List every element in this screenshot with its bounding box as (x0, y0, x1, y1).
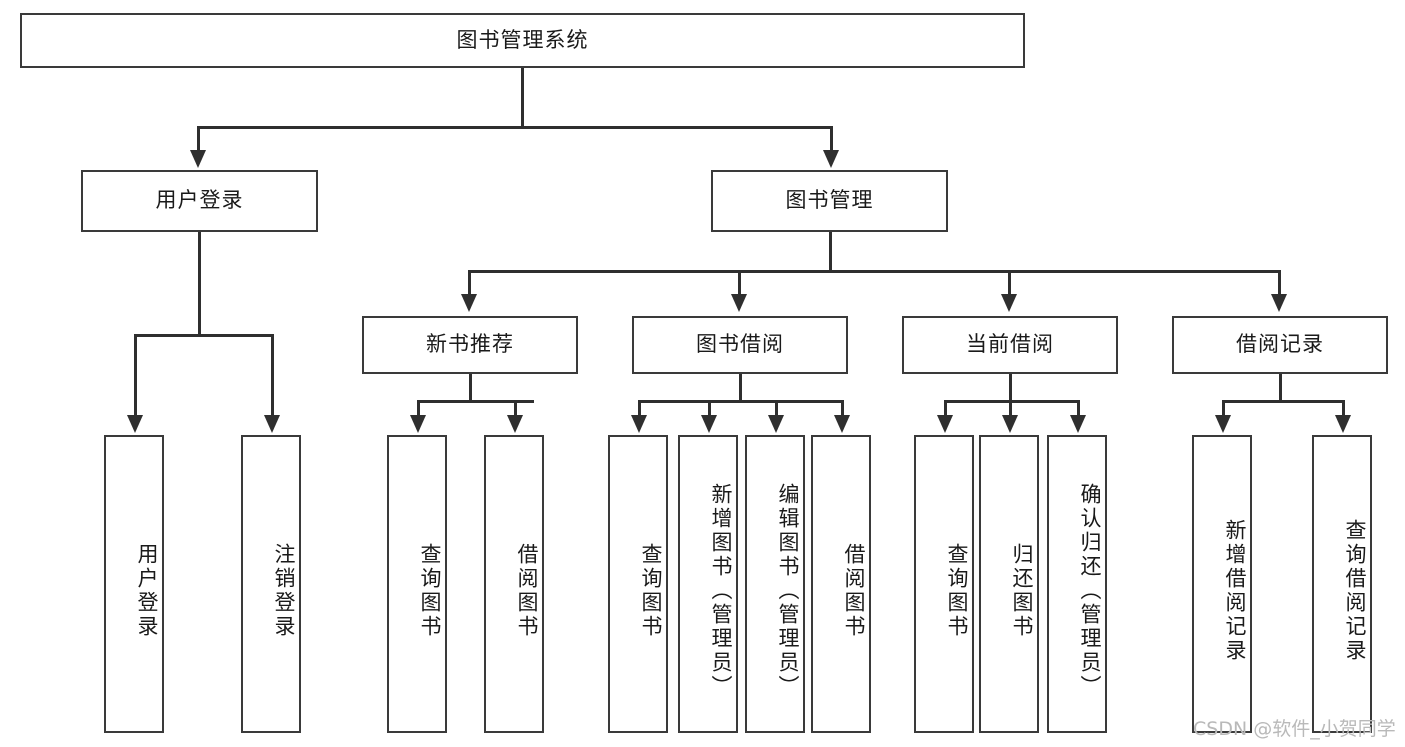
node-label: 新增图书（管理员） (709, 483, 733, 699)
arrow-br-to-leaf2 (1335, 415, 1351, 433)
connector-user-login-bus (134, 334, 273, 337)
connector-currentborrow-stem (1009, 374, 1012, 402)
node-label: 当前借阅 (966, 332, 1054, 357)
node-label: 新书推荐 (426, 332, 514, 357)
node-label: 归还图书 (1010, 543, 1034, 639)
csdn-watermark: CSDN @软件_小贺同学 (1193, 718, 1396, 740)
node-label: 新增借阅记录 (1223, 519, 1247, 663)
connector-bm-to-borrowrecord (1278, 270, 1281, 296)
node-label: 查询图书 (945, 543, 969, 639)
arrow-bm-to-currentborrow (1001, 294, 1017, 312)
node-book-manage[interactable]: 图书管理 (711, 170, 948, 232)
leaf-user-login[interactable]: 用户登录 (104, 435, 164, 733)
node-label: 图书管理系统 (456, 27, 589, 52)
node-label: 查询借阅记录 (1343, 519, 1367, 663)
connector-root-to-user-login (197, 126, 200, 152)
node-label: 查询图书 (639, 543, 663, 639)
leaf-borrow-book-new-book[interactable]: 借阅图书 (484, 435, 544, 733)
node-label: 借阅图书 (515, 543, 539, 639)
connector-bb-to-leaf4 (841, 400, 844, 417)
connector-newbook-to-leaf1 (417, 400, 420, 417)
connector-bookborrow-bus (638, 400, 843, 403)
node-current-borrow[interactable]: 当前借阅 (902, 316, 1118, 374)
connector-newbook-bus (417, 400, 534, 403)
leaf-query-book-new-book[interactable]: 查询图书 (387, 435, 447, 733)
connector-borrowrecord-bus (1222, 400, 1343, 403)
arrow-cb-to-leaf3 (1070, 415, 1086, 433)
connector-bm-to-bookborrow (738, 270, 741, 296)
connector-cb-to-leaf1 (944, 400, 947, 417)
leaf-borrow-book[interactable]: 借阅图书 (811, 435, 871, 733)
arrow-bb-to-leaf3 (768, 415, 784, 433)
leaf-query-borrow-record[interactable]: 查询借阅记录 (1312, 435, 1372, 733)
connector-borrowrecord-stem (1279, 374, 1282, 402)
leaf-add-borrow-record[interactable]: 新增借阅记录 (1192, 435, 1252, 733)
arrow-root-to-user-login (190, 150, 206, 168)
node-label: 图书管理 (785, 188, 874, 213)
leaf-edit-book-admin[interactable]: 编辑图书（管理员） (745, 435, 805, 733)
arrow-user-login-to-leaf1 (127, 415, 143, 433)
connector-newbook-to-leaf2 (514, 400, 517, 417)
node-label: 图书借阅 (696, 332, 784, 357)
arrow-newbook-to-leaf2 (507, 415, 523, 433)
connector-br-to-leaf2 (1342, 400, 1345, 417)
connector-cb-to-leaf3 (1077, 400, 1080, 417)
arrow-user-login-to-leaf2 (264, 415, 280, 433)
connector-user-login-to-leaf1 (134, 334, 137, 417)
arrow-bm-to-borrowrecord (1271, 294, 1287, 312)
node-user-login[interactable]: 用户登录 (81, 170, 318, 232)
arrow-br-to-leaf1 (1215, 415, 1231, 433)
connector-book-manage-bus (468, 270, 1280, 273)
node-label: 用户登录 (155, 188, 244, 213)
arrow-bm-to-newbook (461, 294, 477, 312)
node-label: 编辑图书（管理员） (776, 483, 800, 699)
node-label: 确认归还（管理员） (1078, 483, 1102, 699)
connector-bookborrow-stem (739, 374, 742, 402)
node-borrow-record[interactable]: 借阅记录 (1172, 316, 1388, 374)
node-label: 用户登录 (135, 543, 159, 639)
leaf-add-book-admin[interactable]: 新增图书（管理员） (678, 435, 738, 733)
connector-newbook-stem (469, 374, 472, 402)
connector-bb-to-leaf3 (775, 400, 778, 417)
connector-root-stem (521, 68, 524, 126)
node-book-borrow[interactable]: 图书借阅 (632, 316, 848, 374)
leaf-query-book-current[interactable]: 查询图书 (914, 435, 974, 733)
leaf-query-book-borrow[interactable]: 查询图书 (608, 435, 668, 733)
connector-root-bus (197, 126, 833, 129)
connector-user-login-to-leaf2 (271, 334, 274, 417)
arrow-newbook-to-leaf1 (410, 415, 426, 433)
leaf-user-logout[interactable]: 注销登录 (241, 435, 301, 733)
connector-cb-to-leaf2 (1009, 400, 1012, 417)
arrow-root-to-book-manage (823, 150, 839, 168)
arrow-bm-to-bookborrow (731, 294, 747, 312)
node-new-book-recommend[interactable]: 新书推荐 (362, 316, 578, 374)
leaf-return-book[interactable]: 归还图书 (979, 435, 1039, 733)
node-label: 借阅记录 (1236, 332, 1324, 357)
arrow-cb-to-leaf1 (937, 415, 953, 433)
connector-bm-to-currentborrow (1008, 270, 1011, 296)
connector-bb-to-leaf2 (708, 400, 711, 417)
arrow-bb-to-leaf1 (631, 415, 647, 433)
connector-book-manage-stem (829, 232, 832, 272)
node-label: 查询图书 (418, 543, 442, 639)
node-label: 注销登录 (272, 543, 296, 639)
connector-user-login-stem (198, 232, 201, 336)
connector-root-to-book-manage (830, 126, 833, 152)
arrow-bb-to-leaf4 (834, 415, 850, 433)
connector-bb-to-leaf1 (638, 400, 641, 417)
arrow-cb-to-leaf2 (1002, 415, 1018, 433)
connector-bm-to-newbook (468, 270, 471, 296)
arrow-bb-to-leaf2 (701, 415, 717, 433)
connector-br-to-leaf1 (1222, 400, 1225, 417)
leaf-confirm-return-admin[interactable]: 确认归还（管理员） (1047, 435, 1107, 733)
node-label: 借阅图书 (842, 543, 866, 639)
node-root-book-management-system[interactable]: 图书管理系统 (20, 13, 1025, 68)
